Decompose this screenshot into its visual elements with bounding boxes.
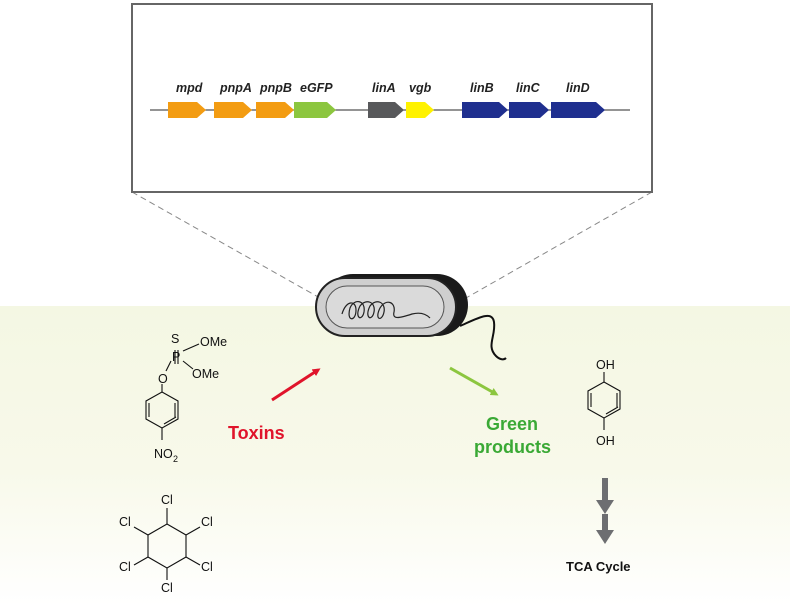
gene-arrow-vgb: [406, 102, 434, 118]
gene-label-lina: linA: [372, 81, 396, 95]
toxin-arrow: [271, 368, 321, 402]
mp-oxygen-atom: O: [158, 372, 168, 386]
gene-label-vgb: vgb: [409, 81, 432, 95]
gene-label-linb: linB: [470, 81, 494, 95]
gene-arrow-linb: [462, 102, 508, 118]
gene-label-egfp: eGFP: [300, 81, 333, 95]
gene-arrow-egfp: [294, 102, 336, 118]
gene-arrow-lina: [368, 102, 404, 118]
toxins-label: Toxins: [228, 423, 285, 443]
hch-cl-top: Cl: [161, 493, 173, 507]
pathway-arrows: [596, 478, 614, 544]
gene-arrow-lind: [551, 102, 605, 118]
hch-cl-bottom: Cl: [161, 581, 173, 595]
mp-ome-2: OMe: [192, 367, 219, 381]
mp-phosphorus-atom: P: [172, 350, 180, 364]
hch-cl-lower-right: Cl: [201, 560, 213, 574]
bacterium-inner: [325, 285, 445, 329]
gene-arrow-pnpa: [214, 102, 252, 118]
flagellum: [459, 314, 507, 361]
gene-label-linc: linC: [516, 81, 541, 95]
mp-nitro-subscript: 2: [173, 454, 178, 464]
hch-structure: [133, 508, 201, 580]
plasmid-coil: [341, 301, 431, 320]
gene-label-pnpb: pnpB: [259, 81, 292, 95]
green-product-arrow: [449, 366, 499, 396]
hch-cl-upper-left: Cl: [119, 515, 131, 529]
zoom-line-left: [131, 191, 321, 299]
gene-arrow-linc: [509, 102, 549, 118]
gene-arrow-mpd: [168, 102, 206, 118]
hch-cl-lower-left: Cl: [119, 560, 131, 574]
tca-cycle-label: TCA Cycle: [566, 559, 631, 574]
mp-sulfur-atom: S: [171, 332, 179, 346]
green-products-label-line2: products: [474, 437, 551, 457]
methyl-parathion-structure: [145, 343, 200, 440]
hch-cl-upper-right: Cl: [201, 515, 213, 529]
gene-arrows: mpd pnpA pnpB eGFP linA vgb linB linC linD: [168, 81, 605, 118]
gene-arrow-pnpb: [256, 102, 294, 118]
hydroquinone-structure: [587, 372, 621, 430]
gene-label-pnpa: pnpA: [219, 81, 252, 95]
bacterium: [315, 274, 507, 361]
environment-background: [0, 306, 790, 606]
green-products-label-line1: Green: [486, 414, 538, 434]
gene-label-mpd: mpd: [176, 81, 203, 95]
hq-oh-top: OH: [596, 358, 615, 372]
mp-nitro-group: NO: [154, 447, 173, 461]
zoom-line-right: [465, 191, 653, 299]
gene-label-lind: linD: [566, 81, 590, 95]
operon-box: [131, 3, 653, 193]
mp-ome-1: OMe: [200, 335, 227, 349]
hq-oh-bottom: OH: [596, 434, 615, 448]
